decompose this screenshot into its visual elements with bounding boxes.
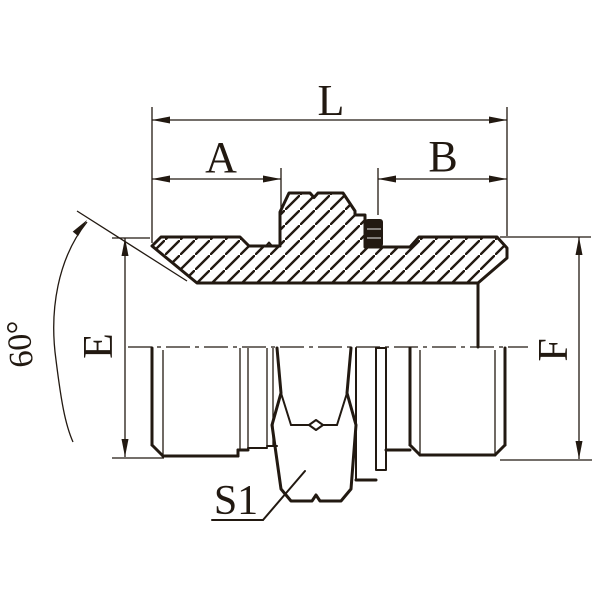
arrowhead [489, 175, 507, 183]
arrowhead [575, 441, 583, 459]
dimension-annotations: L A B E [0, 76, 592, 524]
seal-washer-view [375, 347, 387, 471]
arrowhead [121, 439, 129, 457]
hex-corner-marker [308, 419, 324, 431]
arrowhead [152, 116, 170, 124]
cone-face-extension-line [76, 210, 188, 282]
arrowhead [489, 116, 507, 124]
dim-label-F: F [531, 338, 577, 361]
arrowhead [121, 238, 129, 256]
dim-label-S1: S1 [214, 478, 258, 524]
thread-runout-detail [265, 241, 273, 247]
dim-label-cone-angle: 60° [0, 319, 41, 370]
dimension-B: B [378, 132, 507, 183]
dim-label-E: E [76, 333, 122, 359]
dimension-cone-angle: 60° [0, 210, 188, 443]
section-profile-outline [150, 191, 509, 285]
dim-label-L: L [318, 76, 345, 125]
dimension-A: A [152, 133, 281, 183]
arrowhead [72, 220, 87, 237]
left-thread-view [150, 346, 278, 458]
bonded-seal-section [365, 219, 383, 247]
dim-label-A: A [205, 133, 237, 182]
dimension-L: L [152, 76, 507, 125]
arrowhead [152, 175, 170, 183]
right-thread-view [354, 346, 507, 482]
dimension-S1: S1 [211, 470, 306, 524]
arrowhead [575, 237, 583, 255]
angle-arc [53, 221, 88, 443]
arrowhead [263, 175, 281, 183]
dimension-F: F [500, 236, 592, 461]
leader-line [262, 470, 306, 521]
dimension-E: E [76, 237, 164, 459]
dim-label-B: B [428, 132, 457, 181]
external-bottom-half [150, 346, 507, 503]
arrowhead [378, 175, 396, 183]
